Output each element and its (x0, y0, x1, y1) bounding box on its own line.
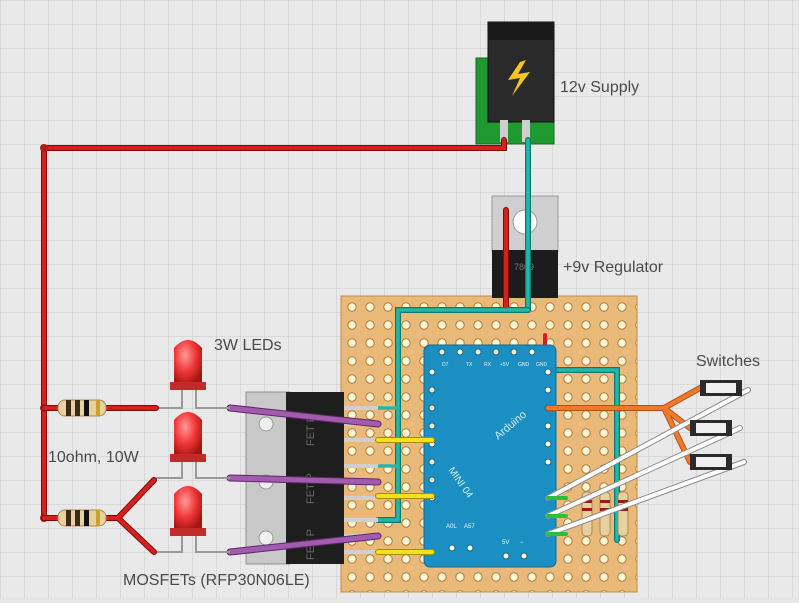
gate-wires (375, 437, 435, 555)
arduino-bottom-labels: A0L A57 5V − (446, 524, 524, 546)
switch-signal-wires (545, 387, 751, 537)
svg-text:+5V: +5V (500, 362, 510, 368)
svg-text:RX: RX (484, 362, 492, 368)
label-switches: Switches (696, 353, 761, 370)
switch-2 (690, 420, 732, 436)
svg-text:−: − (520, 540, 524, 546)
led-1 (156, 340, 230, 409)
mosfet-1-label: FET P (305, 415, 317, 446)
label-12v-supply: 12v Supply (560, 79, 640, 96)
label-mosfets: MOSFETs (RFP30N06LE) (123, 572, 310, 589)
regulator-mark: 7809 (514, 262, 534, 272)
dc-power-jack (475, 21, 555, 145)
svg-text:A57: A57 (464, 524, 475, 530)
led-3 (156, 486, 230, 553)
label-leds: 3W LEDs (214, 337, 282, 354)
svg-text:GND: GND (536, 362, 548, 368)
svg-text:GND: GND (518, 362, 530, 368)
switch-1 (700, 380, 742, 396)
led-array (156, 340, 230, 553)
led-drain-wires (226, 404, 382, 556)
power-resistor-2 (57, 509, 107, 527)
label-regulator: +9v Regulator (563, 259, 664, 276)
switch-3 (690, 454, 732, 470)
resistor-wires (41, 405, 159, 555)
svg-text:A0L: A0L (446, 524, 457, 530)
power-resistor-1 (57, 399, 107, 417)
lightning-icon (508, 60, 530, 96)
arduino-mini-board: Arduino MINI 04 D7 TX RX +5V GND GND A0L… (423, 344, 557, 568)
svg-text:D7: D7 (442, 362, 449, 368)
led-2 (156, 412, 230, 479)
svg-text:TX: TX (466, 362, 473, 368)
arduino-top-pin-labels: D7 TX RX +5V GND GND (442, 362, 548, 368)
svg-text:5V: 5V (502, 540, 509, 546)
label-resistor: 10ohm, 10W (48, 449, 139, 466)
